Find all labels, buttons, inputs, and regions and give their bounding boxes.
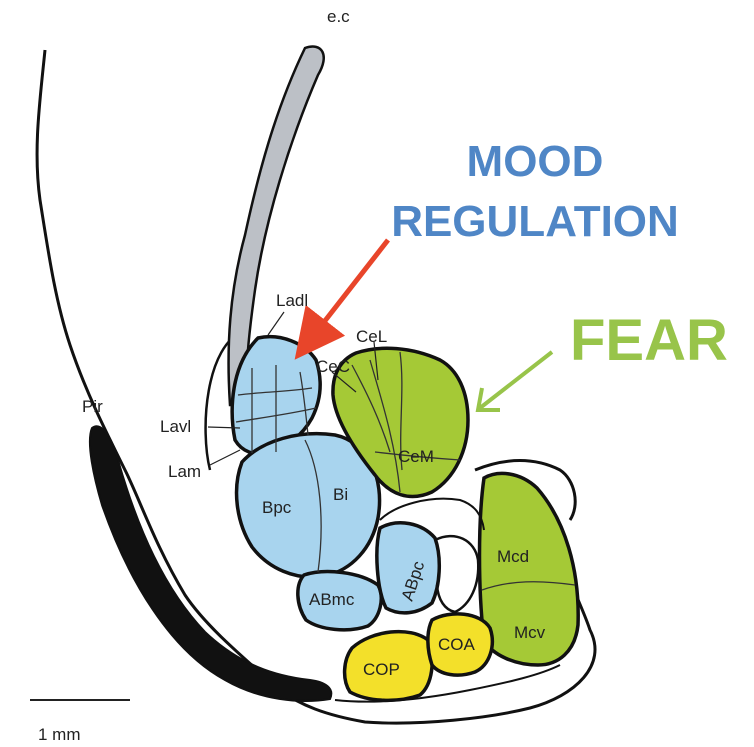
label-ladl: Ladl bbox=[276, 291, 308, 310]
label-lam: Lam bbox=[168, 462, 201, 481]
mood-label-line2: REGULATION bbox=[391, 197, 679, 246]
label-bpc: Bpc bbox=[262, 498, 292, 517]
label-lavl: Lavl bbox=[160, 417, 191, 436]
fear-label: FEAR bbox=[570, 308, 728, 373]
label-mcv: Mcv bbox=[514, 623, 546, 642]
scale-bar-label: 1 mm bbox=[38, 725, 81, 744]
mood-label-line1: MOOD bbox=[467, 137, 604, 186]
mood-arrow bbox=[310, 240, 388, 340]
label-ec: e.c bbox=[327, 7, 350, 26]
label-coa: COA bbox=[438, 635, 476, 654]
label-mcd: Mcd bbox=[497, 547, 529, 566]
fear-arrow bbox=[478, 352, 552, 410]
label-cop: COP bbox=[363, 660, 400, 679]
label-bi: Bi bbox=[333, 485, 348, 504]
label-cem: CeM bbox=[398, 447, 434, 466]
gap-region bbox=[435, 536, 478, 612]
label-pir: Pir bbox=[82, 397, 103, 416]
label-cec: CeC bbox=[316, 357, 350, 376]
label-abmc: ABmc bbox=[309, 590, 355, 609]
label-cel: CeL bbox=[356, 327, 387, 346]
